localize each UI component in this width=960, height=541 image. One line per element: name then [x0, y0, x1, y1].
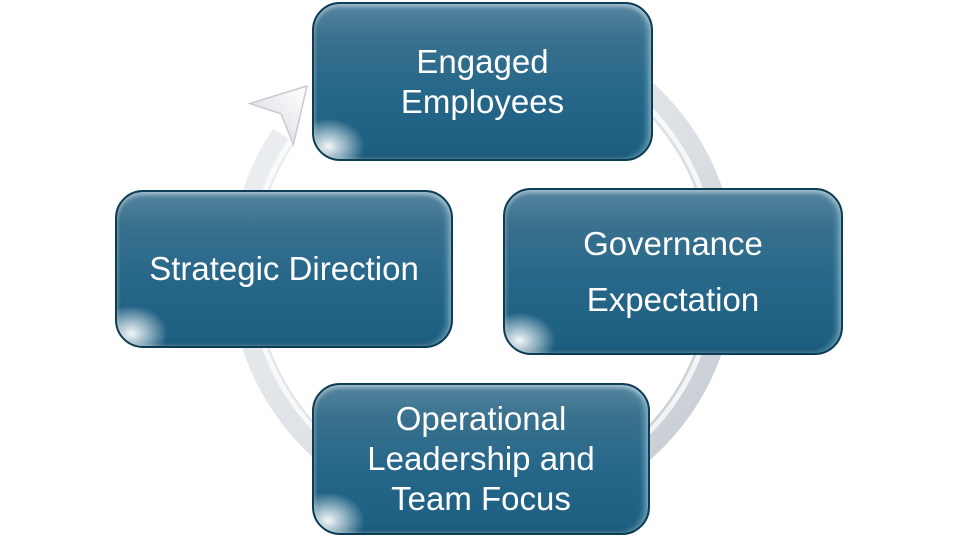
arrowhead-icon — [247, 84, 309, 147]
node-label-line: Expectation — [586, 280, 760, 318]
node-label-line: Employees — [400, 82, 565, 120]
cycle-node-engaged-employees: Engaged Employees — [312, 2, 653, 161]
node-label-line: Governance — [583, 224, 763, 262]
node-label-line: Leadership and — [367, 440, 595, 477]
cycle-node-strategic-direction: Strategic Direction — [115, 190, 453, 348]
node-label-line: Engaged — [416, 42, 549, 80]
node-label-line: Team Focus — [391, 480, 571, 517]
node-label-line: Operational — [395, 400, 567, 437]
cycle-node-governance-expectation: Governance Expectation — [503, 188, 843, 355]
cycle-node-operational-leadership: Operational Leadership and Team Focus — [312, 383, 650, 535]
node-label-line: Strategic Direction — [149, 250, 419, 287]
